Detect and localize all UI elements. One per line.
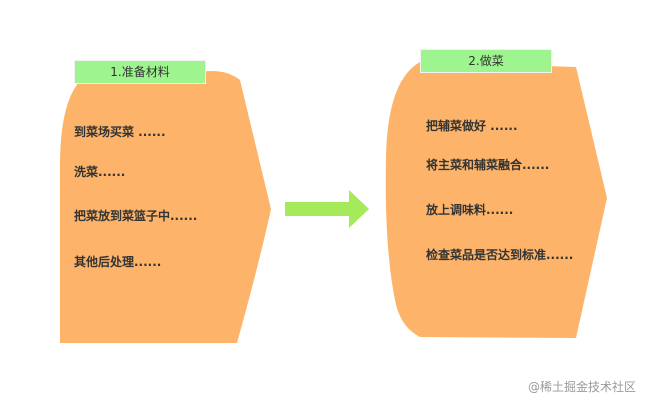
step-2-shape — [385, 62, 607, 338]
watermark: @稀土掘金技术社区 — [528, 380, 637, 394]
step-1-item-basket: 把菜放到菜篮子中...... — [74, 209, 198, 223]
step-1-item-post: 其他后处理...... — [74, 255, 162, 269]
step-2-item-merge: 将主菜和辅菜融合...... — [426, 158, 550, 172]
step-1-title: 1.准备材料 — [74, 60, 206, 84]
step-1-shape — [60, 71, 271, 343]
step-2-item-check: 检查菜品是否达到标准...... — [426, 248, 574, 262]
step-2-item-side: 把辅菜做好 ...... — [426, 119, 518, 133]
step-1-item-buy: 到菜场买菜 ...... — [74, 125, 166, 139]
step-2-item-season: 放上调味料...... — [426, 203, 514, 217]
step-1-item-wash: 洗菜...... — [74, 165, 126, 179]
arrow-right-icon — [285, 190, 369, 228]
step-2-title: 2.做菜 — [420, 49, 552, 73]
